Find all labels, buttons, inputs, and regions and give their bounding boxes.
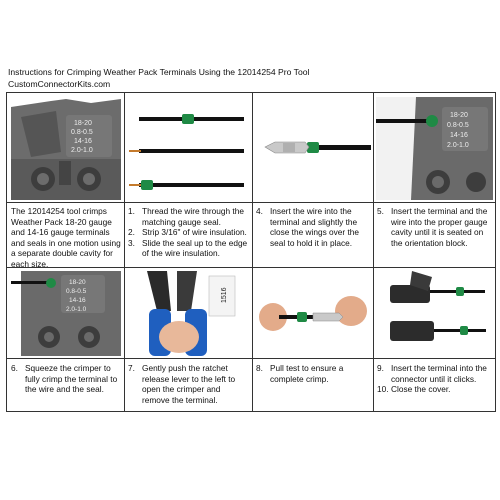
terminal-insert-photo — [255, 97, 371, 200]
step-item: 4.Insert the wire into the terminal and … — [256, 206, 360, 248]
tool-label: 2.0-1.0 — [66, 306, 87, 313]
tool-label: 0.8-0.5 — [66, 288, 87, 295]
intro-text: The 12014254 tool crimps Weather Pack 18… — [11, 206, 121, 269]
grid-divider — [7, 202, 495, 203]
wire-prep-photo — [127, 97, 249, 200]
tool-label: 14-16 — [69, 297, 86, 304]
grid-divider — [7, 358, 495, 359]
step-item: 6.Squeeze the crimper to fully crimp the… — [11, 363, 118, 395]
tool-cavity-photo: 18-20 0.8-0.5 14-16 2.0-1.0 — [376, 97, 493, 200]
tool-label: 0.8-0.5 — [71, 129, 93, 136]
tool-label: 2.0-1.0 — [447, 142, 469, 149]
tool-label: 14-16 — [450, 132, 468, 139]
crimp-squeeze-photo: 18-20 0.8-0.5 14-16 2.0-1.0 — [11, 271, 121, 356]
pull-test-photo — [255, 271, 371, 356]
step-5: 5.Insert the terminal and the wire into … — [377, 206, 493, 248]
site-name: CustomConnectorKits.com — [8, 79, 111, 89]
tool-label: 14-16 — [74, 138, 92, 145]
step-item: 7.Gently push the ratchet release lever … — [128, 363, 236, 405]
step-item: 3.Slide the seal up to the edge of the w… — [128, 237, 248, 259]
grid-divider — [252, 93, 253, 411]
step-item: 5.Insert the terminal and the wire into … — [377, 206, 488, 248]
step-item: 10.Close the cover. — [377, 384, 451, 395]
steps-9-10: 9.Insert the terminal into the connector… — [377, 363, 493, 395]
grid-divider — [373, 93, 374, 411]
step-6: 6.Squeeze the crimper to fully crimp the… — [11, 363, 121, 395]
tool-label: 18-20 — [450, 112, 468, 119]
step-7: 7.Gently push the ratchet release lever … — [128, 363, 250, 405]
ratchet-release-photo: 1516 — [127, 271, 249, 356]
step-item: 9.Insert the terminal into the connector… — [377, 363, 487, 384]
connector-photo — [376, 271, 493, 356]
tool-label: 18-20 — [69, 279, 86, 286]
step-8: 8.Pull test to ensure a complete crimp. — [256, 363, 370, 384]
grid-divider — [124, 93, 125, 411]
page-title: Instructions for Crimping Weather Pack T… — [8, 67, 310, 77]
step-4: 4.Insert the wire into the terminal and … — [256, 206, 370, 248]
step-item: 2.Strip 3/16" of wire insulation. — [128, 227, 247, 238]
step-item: 1.Thread the wire through the matching g… — [128, 206, 244, 227]
grid-divider — [7, 267, 495, 268]
steps-1-3: 1.Thread the wire through the matching g… — [128, 206, 250, 259]
instruction-grid: 18-20 0.8-0.5 14-16 2.0-1.0 — [6, 92, 496, 412]
crimper-jaws-photo: 18-20 0.8-0.5 14-16 2.0-1.0 — [11, 97, 121, 200]
step-item: 8.Pull test to ensure a complete crimp. — [256, 363, 344, 384]
tool-label: 2.0-1.0 — [71, 147, 93, 154]
tool-tag: 1516 — [221, 287, 228, 303]
page-header: Instructions for Crimping Weather Pack T… — [8, 66, 309, 90]
tool-label: 0.8-0.5 — [447, 122, 469, 129]
tool-label: 18-20 — [74, 120, 92, 127]
